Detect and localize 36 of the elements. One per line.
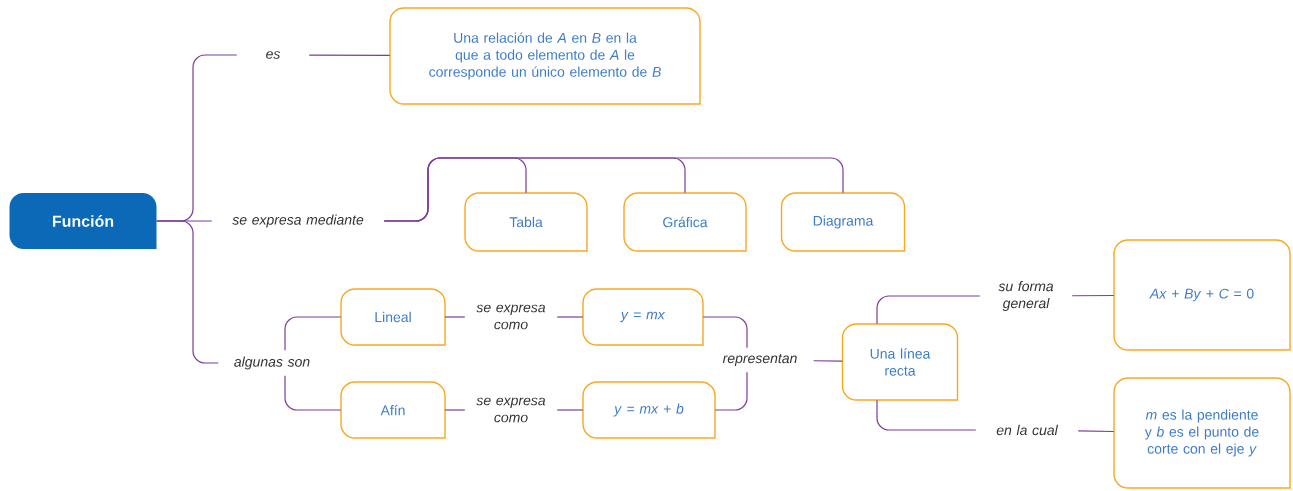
connector-line	[556, 316, 584, 318]
connector-line	[1071, 294, 1115, 297]
connector-line	[876, 295, 981, 325]
linking-phrase: representan	[722, 354, 797, 366]
linking-phrase: en la cual	[996, 424, 1059, 436]
linking-phrase: se expresa mediante	[232, 214, 364, 228]
connector-line	[444, 409, 466, 411]
linking-phrase: algunas son	[234, 356, 310, 370]
connector-line	[156, 220, 219, 364]
connector-line	[876, 399, 977, 431]
connector-line	[702, 316, 748, 349]
concept-box: Gráfica	[623, 192, 747, 252]
connector-line	[714, 371, 748, 411]
connector-line	[284, 375, 342, 411]
connector-line	[813, 360, 843, 362]
linking-phrase: se expresa como	[476, 397, 546, 423]
concept-box: y = mx + b	[582, 381, 716, 439]
concept-box: Una relación de A en B en la que a todo elemento de A le corresponde un único elemento de B	[389, 7, 701, 105]
concept-box: Una línea recta	[841, 323, 959, 401]
connector-line	[308, 54, 391, 57]
linking-phrase: es	[266, 51, 281, 59]
concept-box: Lineal	[340, 288, 446, 346]
linking-phrase: se expresa como	[476, 304, 546, 330]
connector-line	[1077, 430, 1115, 433]
concept-box: Afín	[340, 381, 446, 439]
concept-box: Tabla	[464, 192, 588, 252]
connector-line	[556, 409, 584, 411]
linking-phrase: su forma general	[998, 280, 1054, 311]
concept-box: Ax + By + C = 0	[1113, 239, 1291, 351]
concept-box: m es la pendiente y b es el punto de corte con el eje y	[1113, 377, 1291, 489]
concept-box: Diagrama	[780, 192, 906, 252]
main-concept-box: Función	[9, 193, 157, 249]
connector-line	[284, 316, 342, 351]
connector-line	[444, 316, 466, 318]
connector-line	[383, 157, 844, 222]
concept-box: y = mx	[582, 288, 704, 346]
